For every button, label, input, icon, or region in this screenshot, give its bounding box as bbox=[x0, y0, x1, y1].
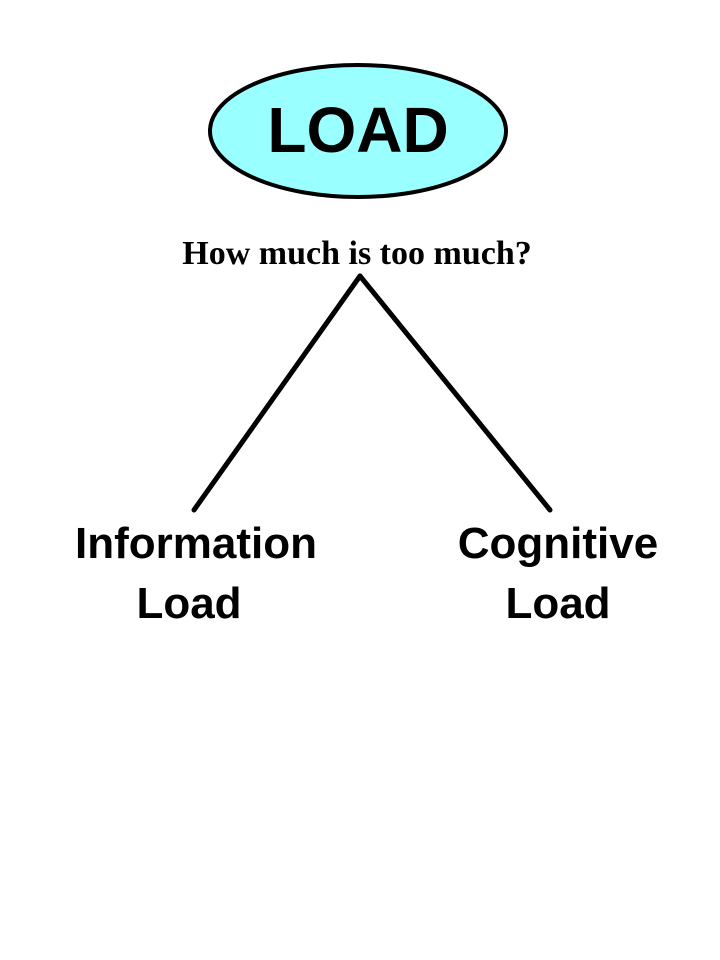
root-node: LOAD bbox=[208, 63, 508, 199]
connector-lines bbox=[191, 273, 553, 513]
connector-left bbox=[191, 273, 363, 513]
root-label: LOAD bbox=[267, 94, 448, 166]
question-text: How much is too much? bbox=[182, 235, 531, 272]
branch-cognitive-line1: Cognitive bbox=[458, 519, 658, 568]
connector-right bbox=[357, 273, 553, 513]
branch-information-line1: Information bbox=[75, 519, 317, 568]
branch-cognitive-line2: Load bbox=[505, 579, 610, 628]
root-ellipse bbox=[208, 63, 508, 199]
branch-information-load: Information Load bbox=[75, 519, 317, 628]
branch-cognitive-load: Cognitive Load bbox=[458, 519, 658, 628]
branch-information-line2: Load bbox=[136, 579, 241, 628]
